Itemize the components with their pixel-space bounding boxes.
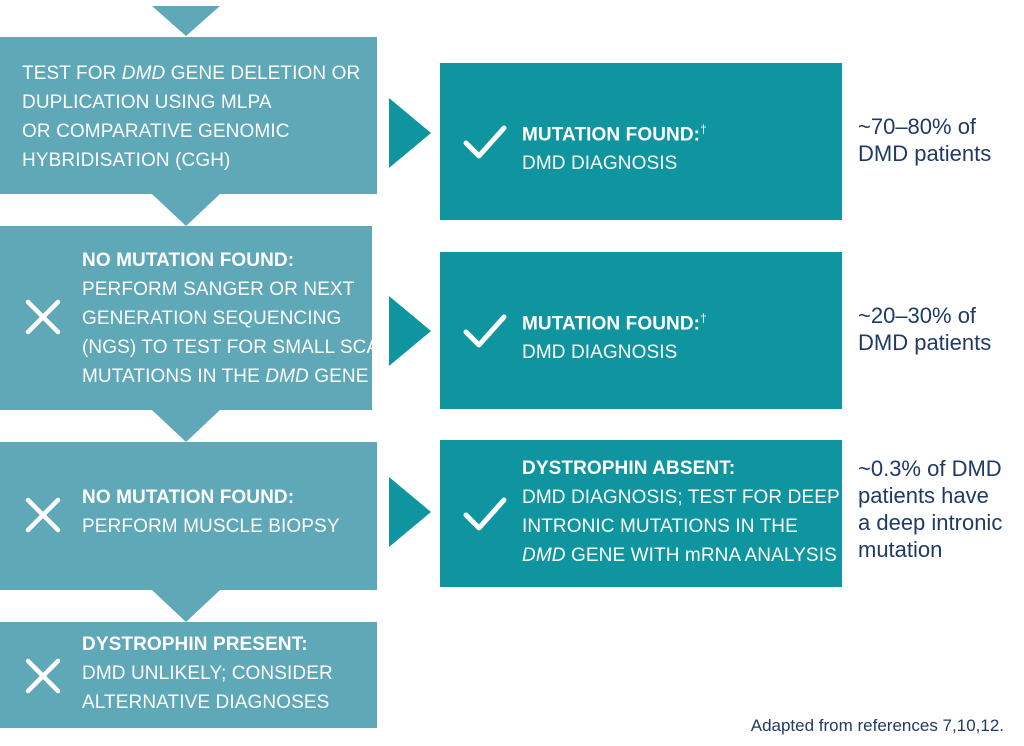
step3-text: NO MUTATION FOUND: PERFORM MUSCLE BIOPSY: [82, 487, 340, 537]
references-footnote: Adapted from references 7,10,12.: [750, 716, 1004, 735]
step4-box: DYSTROPHIN PRESENT: DMD UNLIKELY; CONSID…: [0, 622, 377, 728]
result3-percentage: ~0.3% of DMD patients have a deep intron…: [858, 456, 1003, 562]
step2-text: NO MUTATION FOUND: PERFORM SANGER OR NEX…: [82, 250, 403, 387]
step1-right-arrow: [389, 98, 431, 168]
result3-text: DYSTROPHIN ABSENT: DMD DIAGNOSIS; TEST F…: [522, 458, 840, 566]
check-icon: [463, 497, 507, 531]
result3-box: DYSTROPHIN ABSENT: DMD DIAGNOSIS; TEST F…: [440, 440, 842, 587]
result1-box: MUTATION FOUND:† DMD DIAGNOSIS: [440, 63, 842, 220]
step3-down-arrow: [152, 590, 220, 622]
result2-box: MUTATION FOUND:† DMD DIAGNOSIS: [440, 252, 842, 409]
step1-text: TEST FOR DMD GENE DELETION OR DUPLICATIO…: [22, 63, 361, 171]
step4-text: DYSTROPHIN PRESENT: DMD UNLIKELY; CONSID…: [82, 634, 333, 713]
top-down-arrow: [152, 6, 220, 36]
result2-text: MUTATION FOUND:† DMD DIAGNOSIS: [522, 311, 707, 364]
result2-percentage: ~20–30% of DMD patients: [858, 303, 992, 355]
check-icon: [463, 314, 507, 348]
x-icon: [25, 497, 61, 533]
x-icon: [25, 658, 61, 694]
x-icon: [25, 299, 61, 335]
result1-text: MUTATION FOUND:† DMD DIAGNOSIS: [522, 122, 707, 175]
step2-down-arrow: [152, 410, 220, 442]
check-icon: [463, 125, 507, 159]
step3-right-arrow: [389, 477, 431, 547]
result1-percentage: ~70–80% of DMD patients: [858, 114, 992, 166]
step1-box: TEST FOR DMD GENE DELETION OR DUPLICATIO…: [0, 37, 377, 194]
step2-box: NO MUTATION FOUND: PERFORM SANGER OR NEX…: [0, 226, 403, 410]
step2-right-arrow: [389, 296, 431, 366]
step3-box: NO MUTATION FOUND: PERFORM MUSCLE BIOPSY: [0, 442, 377, 590]
step1-down-arrow: [152, 194, 220, 226]
